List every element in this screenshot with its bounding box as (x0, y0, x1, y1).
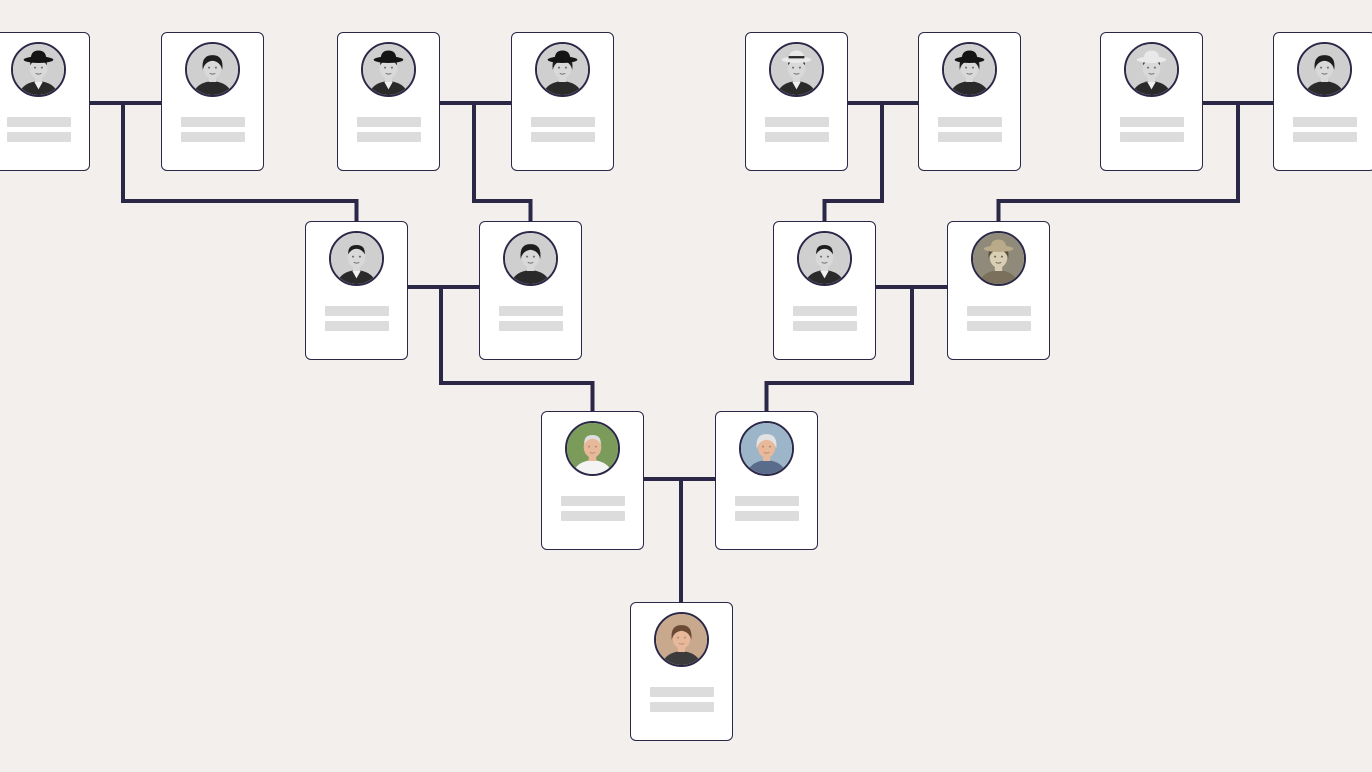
name-placeholder (530, 117, 595, 127)
avatar (361, 42, 416, 97)
name-placeholder (180, 117, 245, 127)
avatar (503, 231, 558, 286)
person-card[interactable] (337, 32, 440, 171)
name-placeholder (1292, 117, 1357, 127)
person-card[interactable] (773, 221, 876, 360)
avatar (11, 42, 66, 97)
person-card[interactable] (511, 32, 614, 171)
dates-placeholder (498, 321, 563, 331)
avatar (971, 231, 1026, 286)
dates-placeholder (1292, 132, 1357, 142)
name-placeholder (324, 306, 389, 316)
avatar (942, 42, 997, 97)
dates-placeholder (764, 132, 829, 142)
person-card[interactable] (541, 411, 644, 550)
person-card[interactable] (305, 221, 408, 360)
dates-placeholder (324, 321, 389, 331)
person-card[interactable] (479, 221, 582, 360)
person-card[interactable] (715, 411, 818, 550)
person-card[interactable] (1100, 32, 1203, 171)
name-placeholder (6, 117, 71, 127)
avatar (565, 421, 620, 476)
dates-placeholder (356, 132, 421, 142)
name-placeholder (498, 306, 563, 316)
dates-placeholder (560, 511, 625, 521)
couple-connector (90, 101, 359, 221)
person-card[interactable] (918, 32, 1021, 171)
couple-connector (764, 285, 947, 411)
avatar (739, 421, 794, 476)
couple-connector (822, 101, 918, 221)
avatar (535, 42, 590, 97)
name-placeholder (649, 687, 714, 697)
avatar (797, 231, 852, 286)
person-card[interactable] (0, 32, 90, 171)
dates-placeholder (734, 511, 799, 521)
couple-connector (408, 285, 595, 411)
dates-placeholder (966, 321, 1031, 331)
name-placeholder (764, 117, 829, 127)
name-placeholder (734, 496, 799, 506)
dates-placeholder (649, 702, 714, 712)
dates-placeholder (792, 321, 857, 331)
avatar (1124, 42, 1179, 97)
couple-connector (996, 101, 1273, 221)
avatar (329, 231, 384, 286)
person-card[interactable] (161, 32, 264, 171)
avatar (769, 42, 824, 97)
name-placeholder (560, 496, 625, 506)
person-card[interactable] (630, 602, 733, 741)
name-placeholder (966, 306, 1031, 316)
name-placeholder (937, 117, 1002, 127)
avatar (1297, 42, 1352, 97)
dates-placeholder (6, 132, 71, 142)
person-card[interactable] (1273, 32, 1372, 171)
name-placeholder (792, 306, 857, 316)
name-placeholder (356, 117, 421, 127)
person-card[interactable] (947, 221, 1050, 360)
avatar (654, 612, 709, 667)
person-card[interactable] (745, 32, 848, 171)
dates-placeholder (1119, 132, 1184, 142)
name-placeholder (1119, 117, 1184, 127)
dates-placeholder (937, 132, 1002, 142)
dates-placeholder (530, 132, 595, 142)
couple-connector (644, 477, 715, 602)
dates-placeholder (180, 132, 245, 142)
couple-connector (440, 101, 533, 221)
avatar (185, 42, 240, 97)
